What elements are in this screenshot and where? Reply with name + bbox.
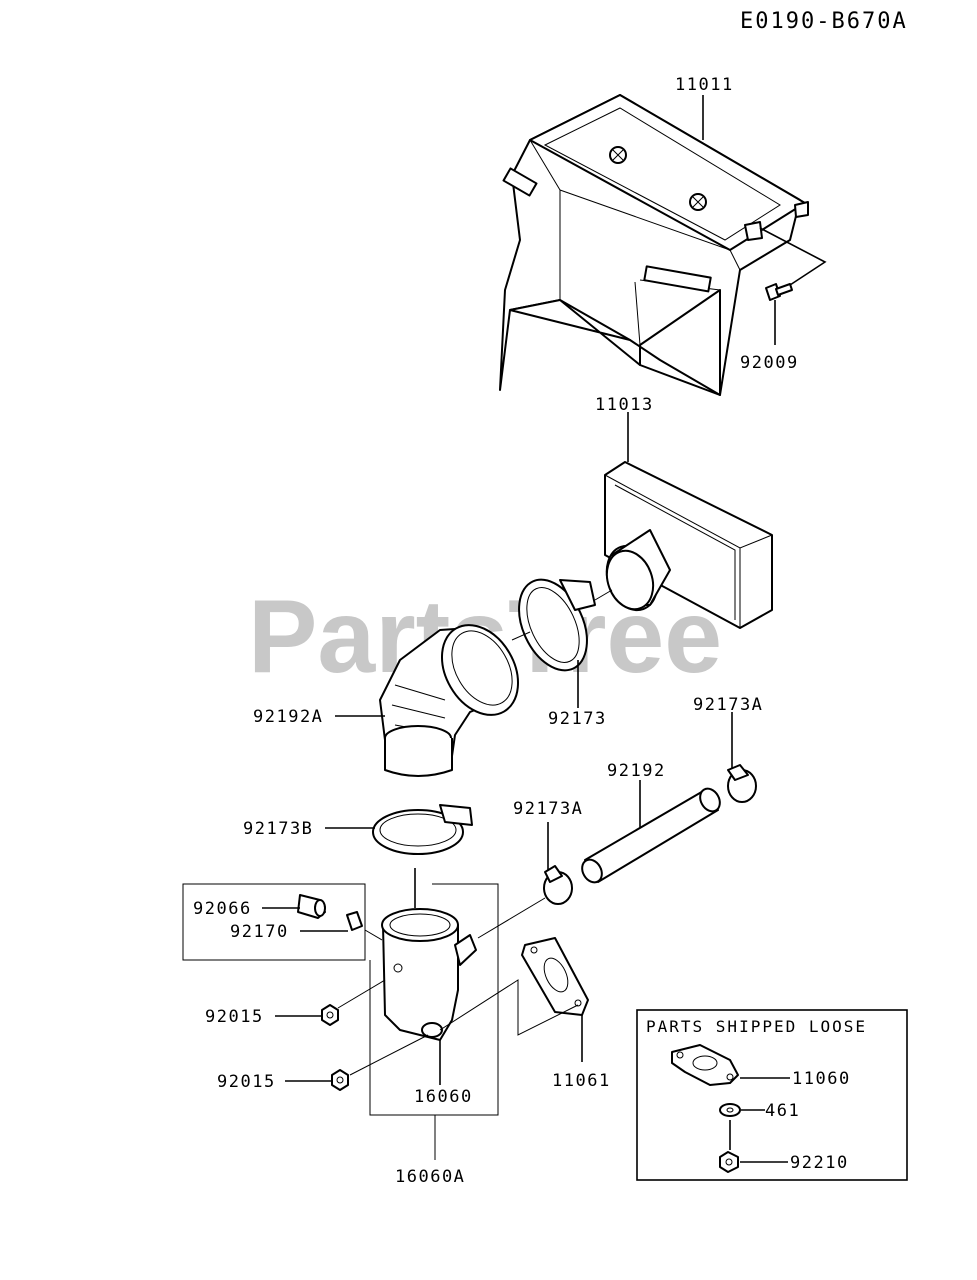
- label-92009: 92009: [740, 353, 799, 373]
- part-11060-gasket[interactable]: [671, 1044, 739, 1086]
- part-92170-clip[interactable]: [346, 911, 363, 931]
- label-92173A-right: 92173A: [693, 695, 763, 715]
- label-92210: 92210: [790, 1153, 849, 1173]
- label-92015-a: 92015: [205, 1007, 264, 1027]
- part-92173-clamp[interactable]: [506, 569, 601, 681]
- label-92192A: 92192A: [253, 707, 323, 727]
- part-92015-nut-b[interactable]: [331, 1069, 349, 1091]
- diagram-code: E0190-B670A: [740, 9, 908, 34]
- part-92009-screw[interactable]: [765, 283, 793, 301]
- part-92192-hose[interactable]: [578, 785, 724, 886]
- label-16060A: 16060A: [395, 1167, 465, 1187]
- label-92192: 92192: [607, 761, 666, 781]
- part-11061-gasket[interactable]: [521, 937, 589, 1016]
- parts-shipped-loose-title: PARTS SHIPPED LOOSE: [646, 1017, 867, 1036]
- label-92015-b: 92015: [217, 1072, 276, 1092]
- parts-shipped-loose-box: PARTS SHIPPED LOOSE 11060 461 92210: [636, 1009, 908, 1181]
- label-11011: 11011: [675, 75, 734, 95]
- label-92173A-mid: 92173A: [513, 799, 583, 819]
- label-11013: 11013: [595, 395, 654, 415]
- label-92066: 92066: [193, 899, 252, 919]
- label-92170: 92170: [230, 922, 289, 942]
- part-11013-filter[interactable]: [598, 461, 773, 629]
- part-461-washer[interactable]: [719, 1103, 741, 1117]
- label-92173: 92173: [548, 709, 607, 729]
- part-11011-cover[interactable]: [499, 94, 809, 396]
- label-11060: 11060: [792, 1069, 851, 1089]
- label-92173B: 92173B: [243, 819, 313, 839]
- label-461: 461: [765, 1101, 800, 1121]
- part-92173A-mid-clamp[interactable]: [543, 865, 573, 905]
- part-92173A-right-clamp[interactable]: [727, 764, 757, 803]
- label-16060: 16060: [414, 1087, 473, 1107]
- part-92173B-clamp[interactable]: [372, 804, 473, 855]
- part-92015-nut-a[interactable]: [321, 1004, 339, 1026]
- part-92192A-elbow-hose[interactable]: [379, 611, 533, 777]
- part-92066-plug[interactable]: [297, 894, 326, 919]
- label-11061: 11061: [552, 1071, 611, 1091]
- part-16060-intake-pipe[interactable]: [381, 908, 477, 1041]
- part-92210-nut[interactable]: [719, 1151, 739, 1173]
